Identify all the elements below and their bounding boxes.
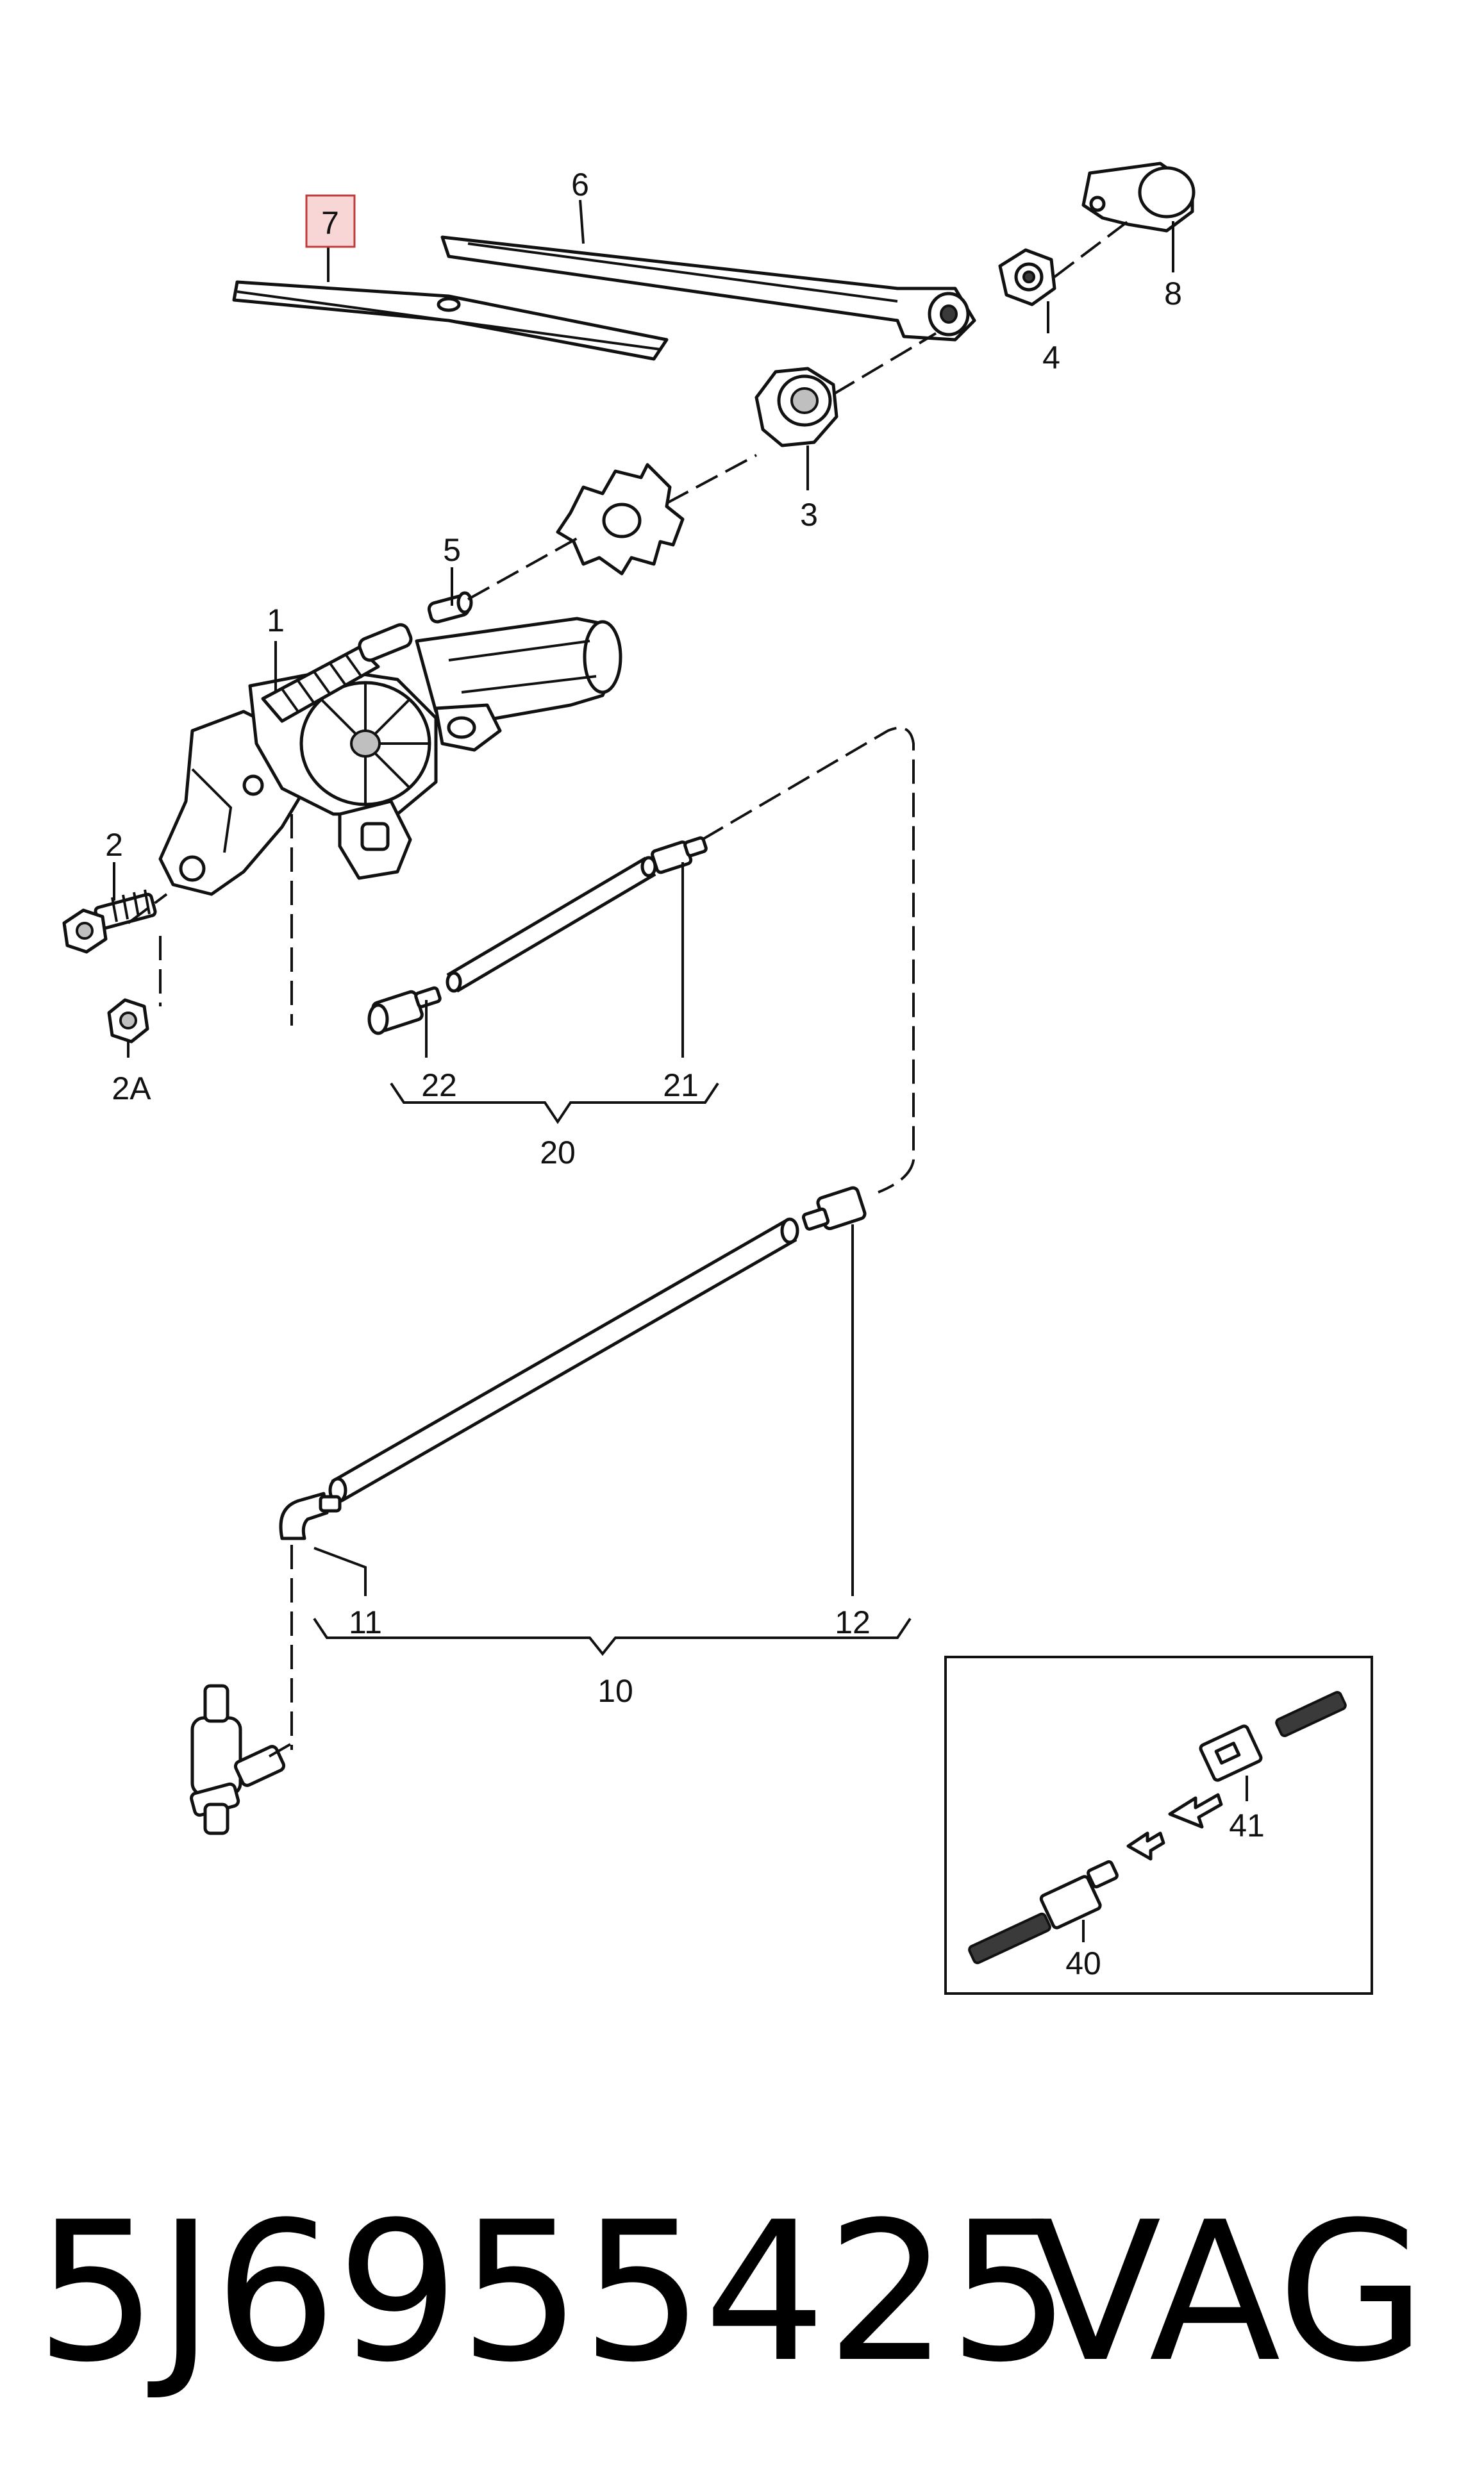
part-4-nut[interactable]	[998, 248, 1056, 306]
inset-box	[944, 1656, 1373, 1995]
brand-caption: VAG	[1030, 2181, 1426, 2404]
part-10-hose-assembly[interactable]	[328, 1217, 799, 1504]
part-20-hose-assembly[interactable]	[446, 856, 657, 993]
callout-22[interactable]: 22	[421, 1067, 457, 1103]
part-number-caption: 5J6955425	[35, 2181, 1071, 2404]
callout-4[interactable]: 4	[1042, 340, 1060, 376]
part-11-elbow[interactable]	[279, 1492, 342, 1540]
callout-10[interactable]: 10	[597, 1673, 633, 1709]
part-5-sleeve[interactable]	[427, 591, 473, 624]
t-piece-connector[interactable]	[190, 1684, 286, 1835]
callout-21[interactable]: 21	[663, 1067, 699, 1103]
callout-7[interactable]: 7	[321, 205, 339, 241]
callout-12[interactable]: 12	[835, 1604, 871, 1640]
callout-3[interactable]: 3	[800, 497, 818, 533]
callout-5[interactable]: 5	[443, 532, 461, 568]
callout-40[interactable]: 40	[1065, 1945, 1101, 1981]
callout-20[interactable]: 20	[540, 1135, 576, 1170]
part-22-hose-end[interactable]	[367, 986, 442, 1035]
part-21-connector[interactable]	[651, 836, 708, 874]
leader-lines	[113, 199, 1174, 1758]
callout-7-highlight	[305, 194, 356, 248]
callout-41[interactable]: 41	[1229, 1808, 1265, 1844]
part-3-grommet[interactable]	[755, 367, 838, 447]
part-1-wiper-motor[interactable]	[158, 617, 622, 896]
part-8-cap[interactable]	[1081, 162, 1196, 233]
callout-11[interactable]: 11	[349, 1604, 382, 1640]
part-7-wiper-blade[interactable]	[232, 280, 669, 361]
callout-8[interactable]: 8	[1164, 276, 1182, 312]
callout-2a[interactable]: 2A	[112, 1070, 151, 1106]
part-2a-nut[interactable]	[107, 998, 149, 1044]
group-brackets	[313, 1082, 912, 1656]
seal-ring	[556, 463, 685, 576]
callout-1[interactable]: 1	[267, 603, 285, 638]
part-12-connector[interactable]	[801, 1186, 867, 1231]
part-2-bolt[interactable]	[62, 889, 157, 954]
callout-labels: 7 6 8 4 3 5 1 2 2A 22 21 20 11 12 10 41 …	[105, 167, 1265, 1981]
callout-2[interactable]: 2	[105, 827, 123, 863]
part-6-wiper-arm[interactable]	[440, 235, 976, 342]
callout-6[interactable]: 6	[571, 167, 589, 203]
